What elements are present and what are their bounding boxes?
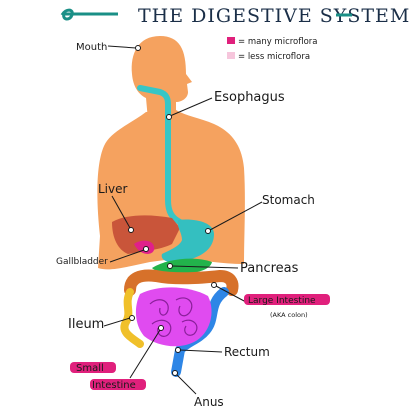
label-liver: Liver xyxy=(98,182,128,196)
marker-esophagus xyxy=(166,114,172,120)
labels: Mouth Esophagus Liver Stomach Gallbladde… xyxy=(56,42,316,409)
label-small-intestine-line2: Intestine xyxy=(92,380,136,391)
legend-swatch-many xyxy=(227,37,235,44)
esophagus-tube xyxy=(137,85,183,225)
marker-ileum xyxy=(129,315,135,321)
marker-liver xyxy=(128,227,134,233)
leader-pancreas xyxy=(171,265,239,269)
markers xyxy=(128,45,217,376)
marker-anus xyxy=(172,370,178,376)
small-intestine-coils xyxy=(149,297,198,337)
highlight-large-intestine xyxy=(244,294,330,305)
label-stomach: Stomach xyxy=(262,193,315,207)
marker-mouth xyxy=(135,45,141,51)
leader-lines xyxy=(103,45,263,395)
legend: = many microflora = less microflora xyxy=(227,37,318,62)
label-large-intestine: Large Intestine xyxy=(248,296,316,306)
label-ileum: Ileum xyxy=(68,317,104,332)
leader-gallbladder xyxy=(109,249,145,263)
leader-rectum xyxy=(179,349,223,353)
ileum-organ xyxy=(120,288,144,348)
marker-large-intestine xyxy=(211,282,217,288)
leader-anus xyxy=(175,373,197,395)
marker-small-intestine xyxy=(158,325,164,331)
small-intestine-organ xyxy=(135,287,212,347)
legend-label-less: = less microflora xyxy=(238,52,310,62)
leader-ileum xyxy=(103,317,131,327)
leader-small-intestine xyxy=(129,329,161,379)
highlight-intestine xyxy=(90,379,146,390)
title-group: THE DIGESTIVE SYSTEM xyxy=(60,5,410,27)
legend-swatch-less xyxy=(227,52,235,59)
page-title: THE DIGESTIVE SYSTEM xyxy=(138,5,410,27)
head xyxy=(131,36,192,120)
label-rectum: Rectum xyxy=(224,345,270,359)
marker-stomach xyxy=(205,228,211,234)
leader-esophagus xyxy=(169,97,213,117)
leader-large-intestine xyxy=(215,285,247,303)
title-swirl-left xyxy=(60,8,118,21)
label-small-intestine-line1: Small xyxy=(76,363,104,374)
label-pancreas: Pancreas xyxy=(240,261,299,276)
highlighter-marks xyxy=(70,294,330,390)
large-intestine-organ xyxy=(124,269,239,296)
label-esophagus: Esophagus xyxy=(214,90,285,105)
small-intestine-mass xyxy=(135,287,212,347)
leader-mouth xyxy=(107,45,137,49)
marker-gallbladder xyxy=(143,246,149,252)
label-anus: Anus xyxy=(194,395,224,409)
stomach-organ xyxy=(161,219,214,263)
highlight-small xyxy=(70,362,116,373)
legend-label-many: = many microflora xyxy=(238,37,318,47)
leader-liver xyxy=(111,195,131,229)
label-mouth: Mouth xyxy=(76,42,107,53)
leader-stomach xyxy=(209,201,263,231)
label-gallbladder: Gallbladder xyxy=(56,257,108,267)
liver-organ xyxy=(112,215,180,254)
label-large-intestine-note: (AKA colon) xyxy=(270,311,308,319)
marker-rectum xyxy=(175,347,181,353)
marker-pancreas xyxy=(167,263,173,269)
